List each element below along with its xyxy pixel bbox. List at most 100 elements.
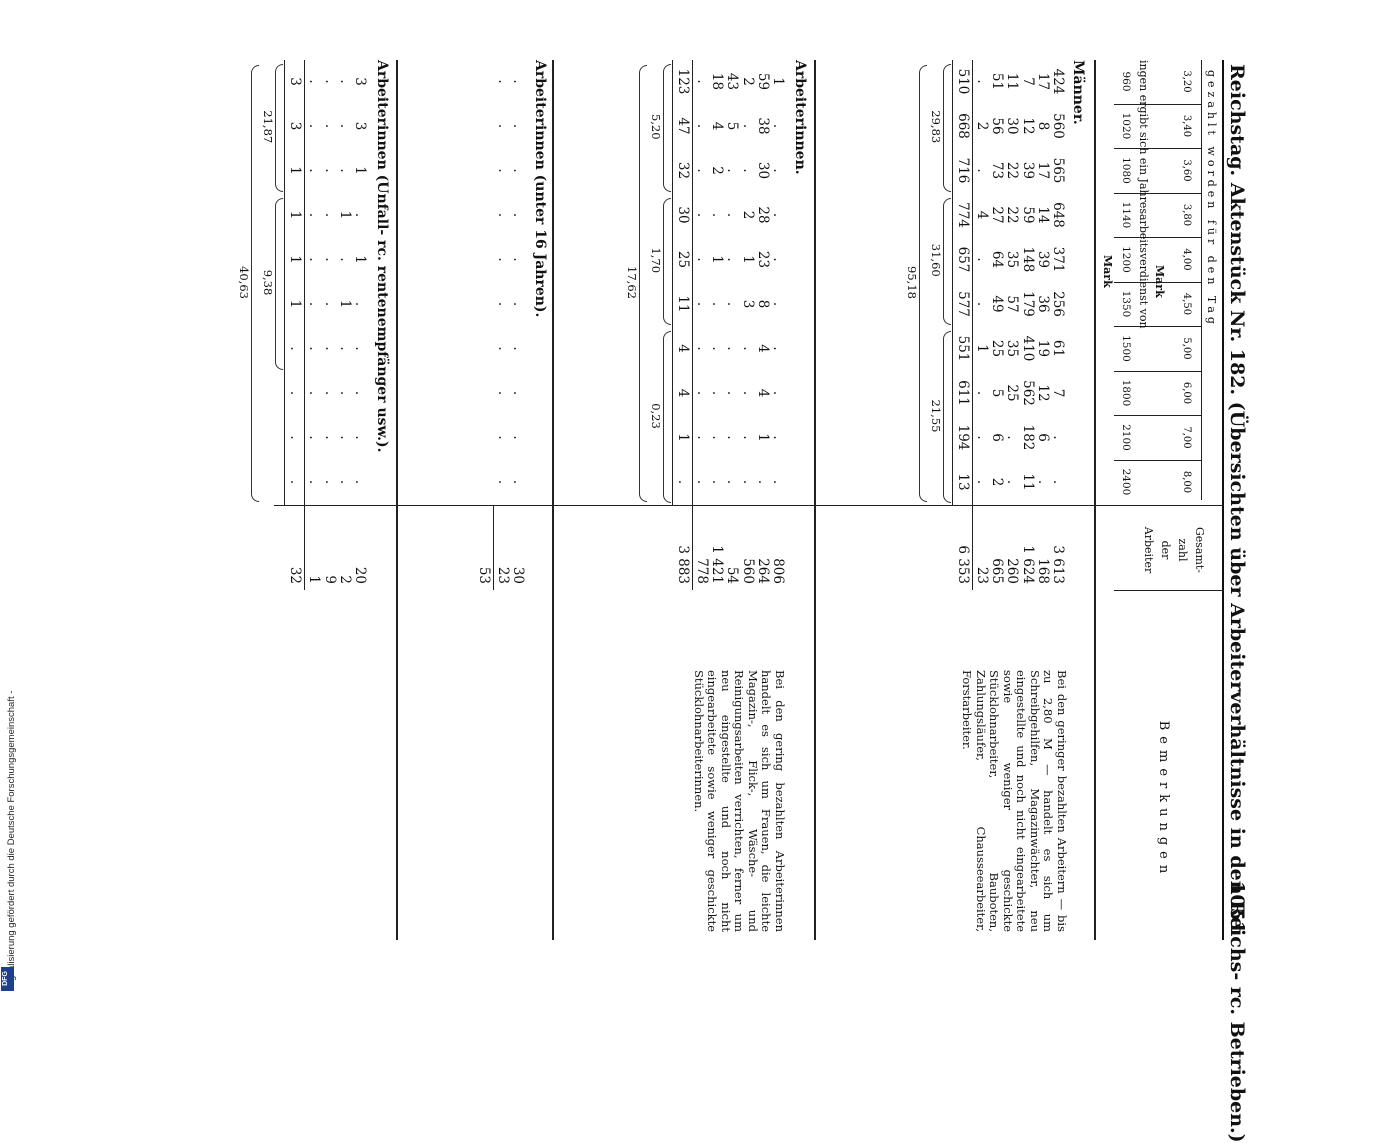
sum-rule bbox=[304, 60, 306, 590]
table-cell: . bbox=[321, 479, 338, 485]
section-separator bbox=[814, 60, 816, 940]
sum-cell: 194 bbox=[954, 424, 971, 451]
aggregate-value: 31,60 bbox=[928, 243, 943, 277]
sum-cell: 4 bbox=[674, 388, 691, 398]
sum-cell: 1 bbox=[287, 255, 304, 264]
table-cell: 179 bbox=[1019, 291, 1036, 317]
table-cell: 8 bbox=[754, 299, 771, 309]
row-total: 23 bbox=[494, 566, 511, 584]
annual-earnings-header: ingen ergibt sich ein Jahresarbeitsverdi… bbox=[1137, 60, 1150, 329]
sum-total: 53 bbox=[475, 566, 492, 584]
table-cell: 22 bbox=[1004, 161, 1021, 180]
annual-earnings-cell: 1500 bbox=[1120, 335, 1132, 362]
section-label-maenner: Männer. bbox=[1070, 60, 1086, 125]
table-cell: 562 bbox=[1019, 380, 1036, 406]
table-cell: . bbox=[510, 346, 526, 351]
daily-rate-cell: 3,80 bbox=[1181, 203, 1192, 227]
grand-value: 95,18 bbox=[904, 266, 919, 299]
sum-cell: . bbox=[287, 346, 304, 351]
table-cell: . bbox=[494, 479, 511, 485]
table-cell: . bbox=[770, 168, 786, 173]
table-cell: 148 bbox=[1019, 246, 1036, 273]
remark-maenner: Bei den geringer bezahlten Arbeitern — b… bbox=[960, 670, 1070, 932]
table-cell: 18 bbox=[709, 72, 726, 91]
daily-rate-cell: 7,00 bbox=[1181, 426, 1192, 449]
table-cell: 1 bbox=[739, 255, 756, 264]
table-cell: 14 bbox=[1034, 206, 1051, 224]
daily-rate-cell: 4,00 bbox=[1181, 248, 1192, 271]
table-cell: . bbox=[494, 212, 511, 218]
table-cell: . bbox=[306, 212, 323, 218]
table-cell: 49 bbox=[989, 295, 1006, 313]
aggregate-value: 9,38 bbox=[261, 269, 276, 296]
table-cell: 30 bbox=[1004, 117, 1021, 135]
row-total: 54 bbox=[724, 566, 741, 584]
table-cell: 5 bbox=[989, 388, 1006, 398]
table-cell: 8 bbox=[1034, 121, 1051, 131]
aggregate-brace bbox=[275, 64, 284, 192]
table-cell: 61 bbox=[1050, 339, 1066, 358]
table-cell: 57 bbox=[1004, 295, 1021, 313]
aggregate-brace bbox=[942, 64, 951, 192]
daily-rate-cell: 6,00 bbox=[1181, 381, 1192, 405]
row-total: 778 bbox=[694, 558, 710, 584]
table-cell: 1 bbox=[709, 255, 726, 264]
sum-cell: 47 bbox=[674, 117, 691, 135]
row-total: 264 bbox=[754, 558, 771, 584]
table-cell: . bbox=[770, 123, 786, 129]
table-cell: 11 bbox=[1004, 72, 1021, 91]
table-cell: . bbox=[739, 346, 756, 351]
table-cell: . bbox=[770, 390, 786, 396]
table-cell: . bbox=[1050, 479, 1066, 485]
row-total: 30 bbox=[510, 566, 526, 584]
table-cell: . bbox=[494, 168, 511, 173]
table-cell: . bbox=[352, 346, 368, 351]
table-cell: . bbox=[321, 212, 338, 218]
table-cell: . bbox=[306, 79, 323, 84]
table-cell: 30 bbox=[754, 161, 771, 180]
table-row: ..........9 bbox=[322, 60, 338, 590]
table-cell: 4 bbox=[709, 121, 726, 131]
table-cell: . bbox=[352, 212, 368, 218]
table-cell: . bbox=[336, 123, 353, 129]
table-cell: . bbox=[494, 257, 511, 262]
table-cell: . bbox=[321, 123, 338, 129]
dfg-logo-icon: DFG bbox=[1, 967, 14, 991]
table-cell: 182 bbox=[1019, 424, 1036, 451]
table-cell: . bbox=[694, 257, 710, 262]
table-cell: . bbox=[336, 346, 353, 351]
table-cell: 410 bbox=[1019, 335, 1036, 362]
annual-earnings-cell: 960 bbox=[1120, 71, 1132, 92]
row-total: 1 421 bbox=[709, 545, 726, 584]
total-header-line: Arbeiter bbox=[1142, 526, 1155, 574]
mark-label-2: Mark bbox=[1101, 255, 1114, 288]
table-cell: 59 bbox=[754, 72, 771, 91]
table-cell: . bbox=[709, 390, 726, 396]
table-cell: . bbox=[724, 346, 741, 351]
annual-earnings-cell: 1350 bbox=[1120, 290, 1132, 318]
aggregate-value: 21,87 bbox=[261, 110, 276, 144]
table-cell: 4 bbox=[754, 388, 771, 398]
sum-cell: . bbox=[287, 390, 304, 396]
table-cell: . bbox=[306, 390, 323, 396]
table-cell: . bbox=[694, 123, 710, 129]
table-cell: . bbox=[724, 257, 741, 262]
table-cell: . bbox=[306, 257, 323, 262]
sum-cell: 657 bbox=[954, 246, 971, 273]
table-cell: 38 bbox=[754, 117, 771, 135]
table-head-rule bbox=[1094, 60, 1096, 940]
table-cell: . bbox=[770, 479, 786, 485]
table-cell: 5 bbox=[724, 121, 741, 131]
table-cell: . bbox=[694, 346, 710, 351]
row-total: 9 bbox=[321, 575, 338, 584]
aggregate-brace bbox=[942, 197, 951, 325]
section-separator bbox=[552, 60, 554, 940]
section-label-jugendliche: Arbeiterinnen (unter 16 Jahren). bbox=[532, 60, 548, 318]
table-cell: . bbox=[694, 301, 710, 307]
table-cell: . bbox=[724, 168, 741, 173]
table-cell: . bbox=[724, 479, 741, 485]
daily-rate-cell: 3,20 bbox=[1181, 70, 1192, 93]
